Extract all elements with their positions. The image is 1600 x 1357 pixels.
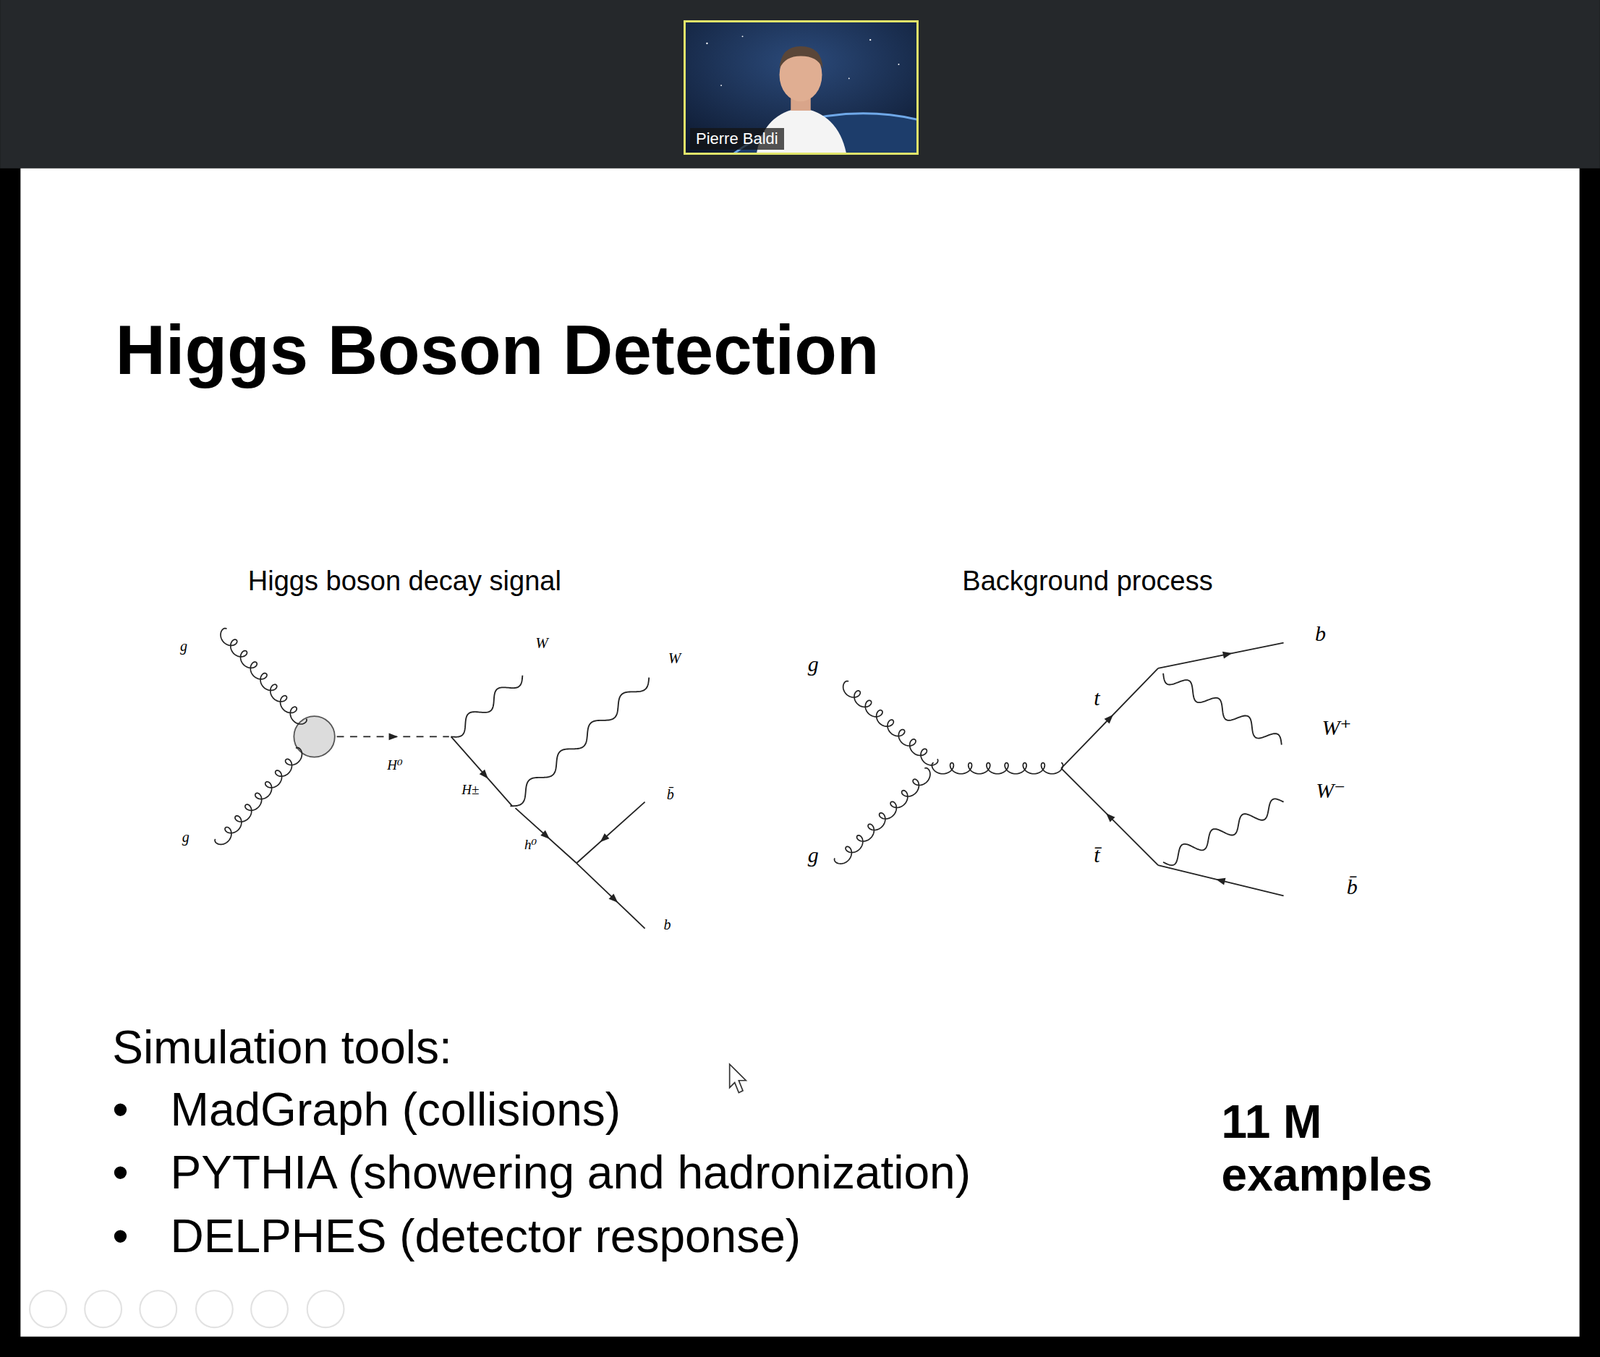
arrow-head (479, 769, 489, 780)
fermion-line (515, 807, 577, 863)
list-heading: Simulation tools: (112, 1021, 453, 1075)
particle-label: t (1093, 685, 1100, 712)
arrow-head (1104, 714, 1114, 725)
boson-line (451, 675, 523, 738)
arrow-head (600, 833, 610, 842)
top-bar (0, 0, 1600, 169)
bullet: • (112, 1083, 129, 1138)
dataset-size: 11 M examples (1221, 1095, 1483, 1203)
fermion-line (576, 802, 646, 864)
fermion-line (1061, 668, 1159, 769)
list-item: DELPHES (detector response) (170, 1210, 802, 1264)
gluon-line (214, 747, 302, 845)
arrow-head (1215, 878, 1227, 886)
particle-label: b (664, 916, 672, 934)
particle-label: W⁻ (1315, 778, 1346, 804)
arrow-head (1222, 651, 1232, 659)
particle-label: b̄ (1346, 874, 1358, 900)
particle-label: g (182, 828, 190, 845)
fermion-line (451, 736, 513, 806)
gluon-line (834, 768, 931, 864)
slide-toolbar (29, 1290, 344, 1328)
boson-line (1163, 798, 1284, 866)
arrow-head (389, 732, 399, 740)
slide-title: Higgs Boson Detection (115, 310, 879, 390)
list-item: PYTHIA (showering and hadronization) (170, 1147, 971, 1201)
fermion-line (1061, 768, 1159, 866)
boson-line (509, 677, 649, 807)
participant-name: Pierre Baldi (690, 128, 785, 150)
gluon-line (843, 680, 939, 765)
video-tile: Pierre Baldi (683, 20, 919, 155)
particle-label: H± (461, 781, 479, 798)
arrow-head (540, 830, 550, 840)
particle-label: g (807, 842, 819, 868)
particle-label: b̄ (666, 785, 675, 803)
arrow-head (609, 893, 619, 902)
arrow-head (1105, 813, 1115, 822)
particle-label: g (807, 651, 819, 678)
slide-page (20, 168, 1580, 1337)
particle-label: H⁰ (386, 757, 403, 774)
boson-line (1163, 673, 1282, 746)
panel-heading: Higgs boson decay signal (248, 565, 562, 598)
gluon-line (931, 763, 1063, 774)
particle-label: t̄ (1093, 842, 1100, 868)
effective-vertex (293, 716, 335, 757)
particle-label: W (668, 649, 682, 667)
fermion-line (1158, 865, 1284, 896)
bullet: • (112, 1147, 129, 1201)
bullet: • (112, 1210, 129, 1264)
panel-heading: Background process (962, 565, 1213, 598)
particle-label: g (180, 637, 188, 655)
list-item: MadGraph (collisions) (170, 1083, 621, 1138)
mouse-cursor (729, 1064, 747, 1093)
fermion-line (1158, 643, 1284, 669)
particle-label: h⁰ (524, 836, 537, 853)
fermion-line (576, 862, 646, 929)
particle-label: W (535, 634, 549, 652)
particle-label: b (1315, 621, 1326, 647)
particle-label: W⁺ (1322, 715, 1352, 741)
feynman-diagrams (214, 628, 1284, 929)
gluon-line (220, 628, 307, 725)
